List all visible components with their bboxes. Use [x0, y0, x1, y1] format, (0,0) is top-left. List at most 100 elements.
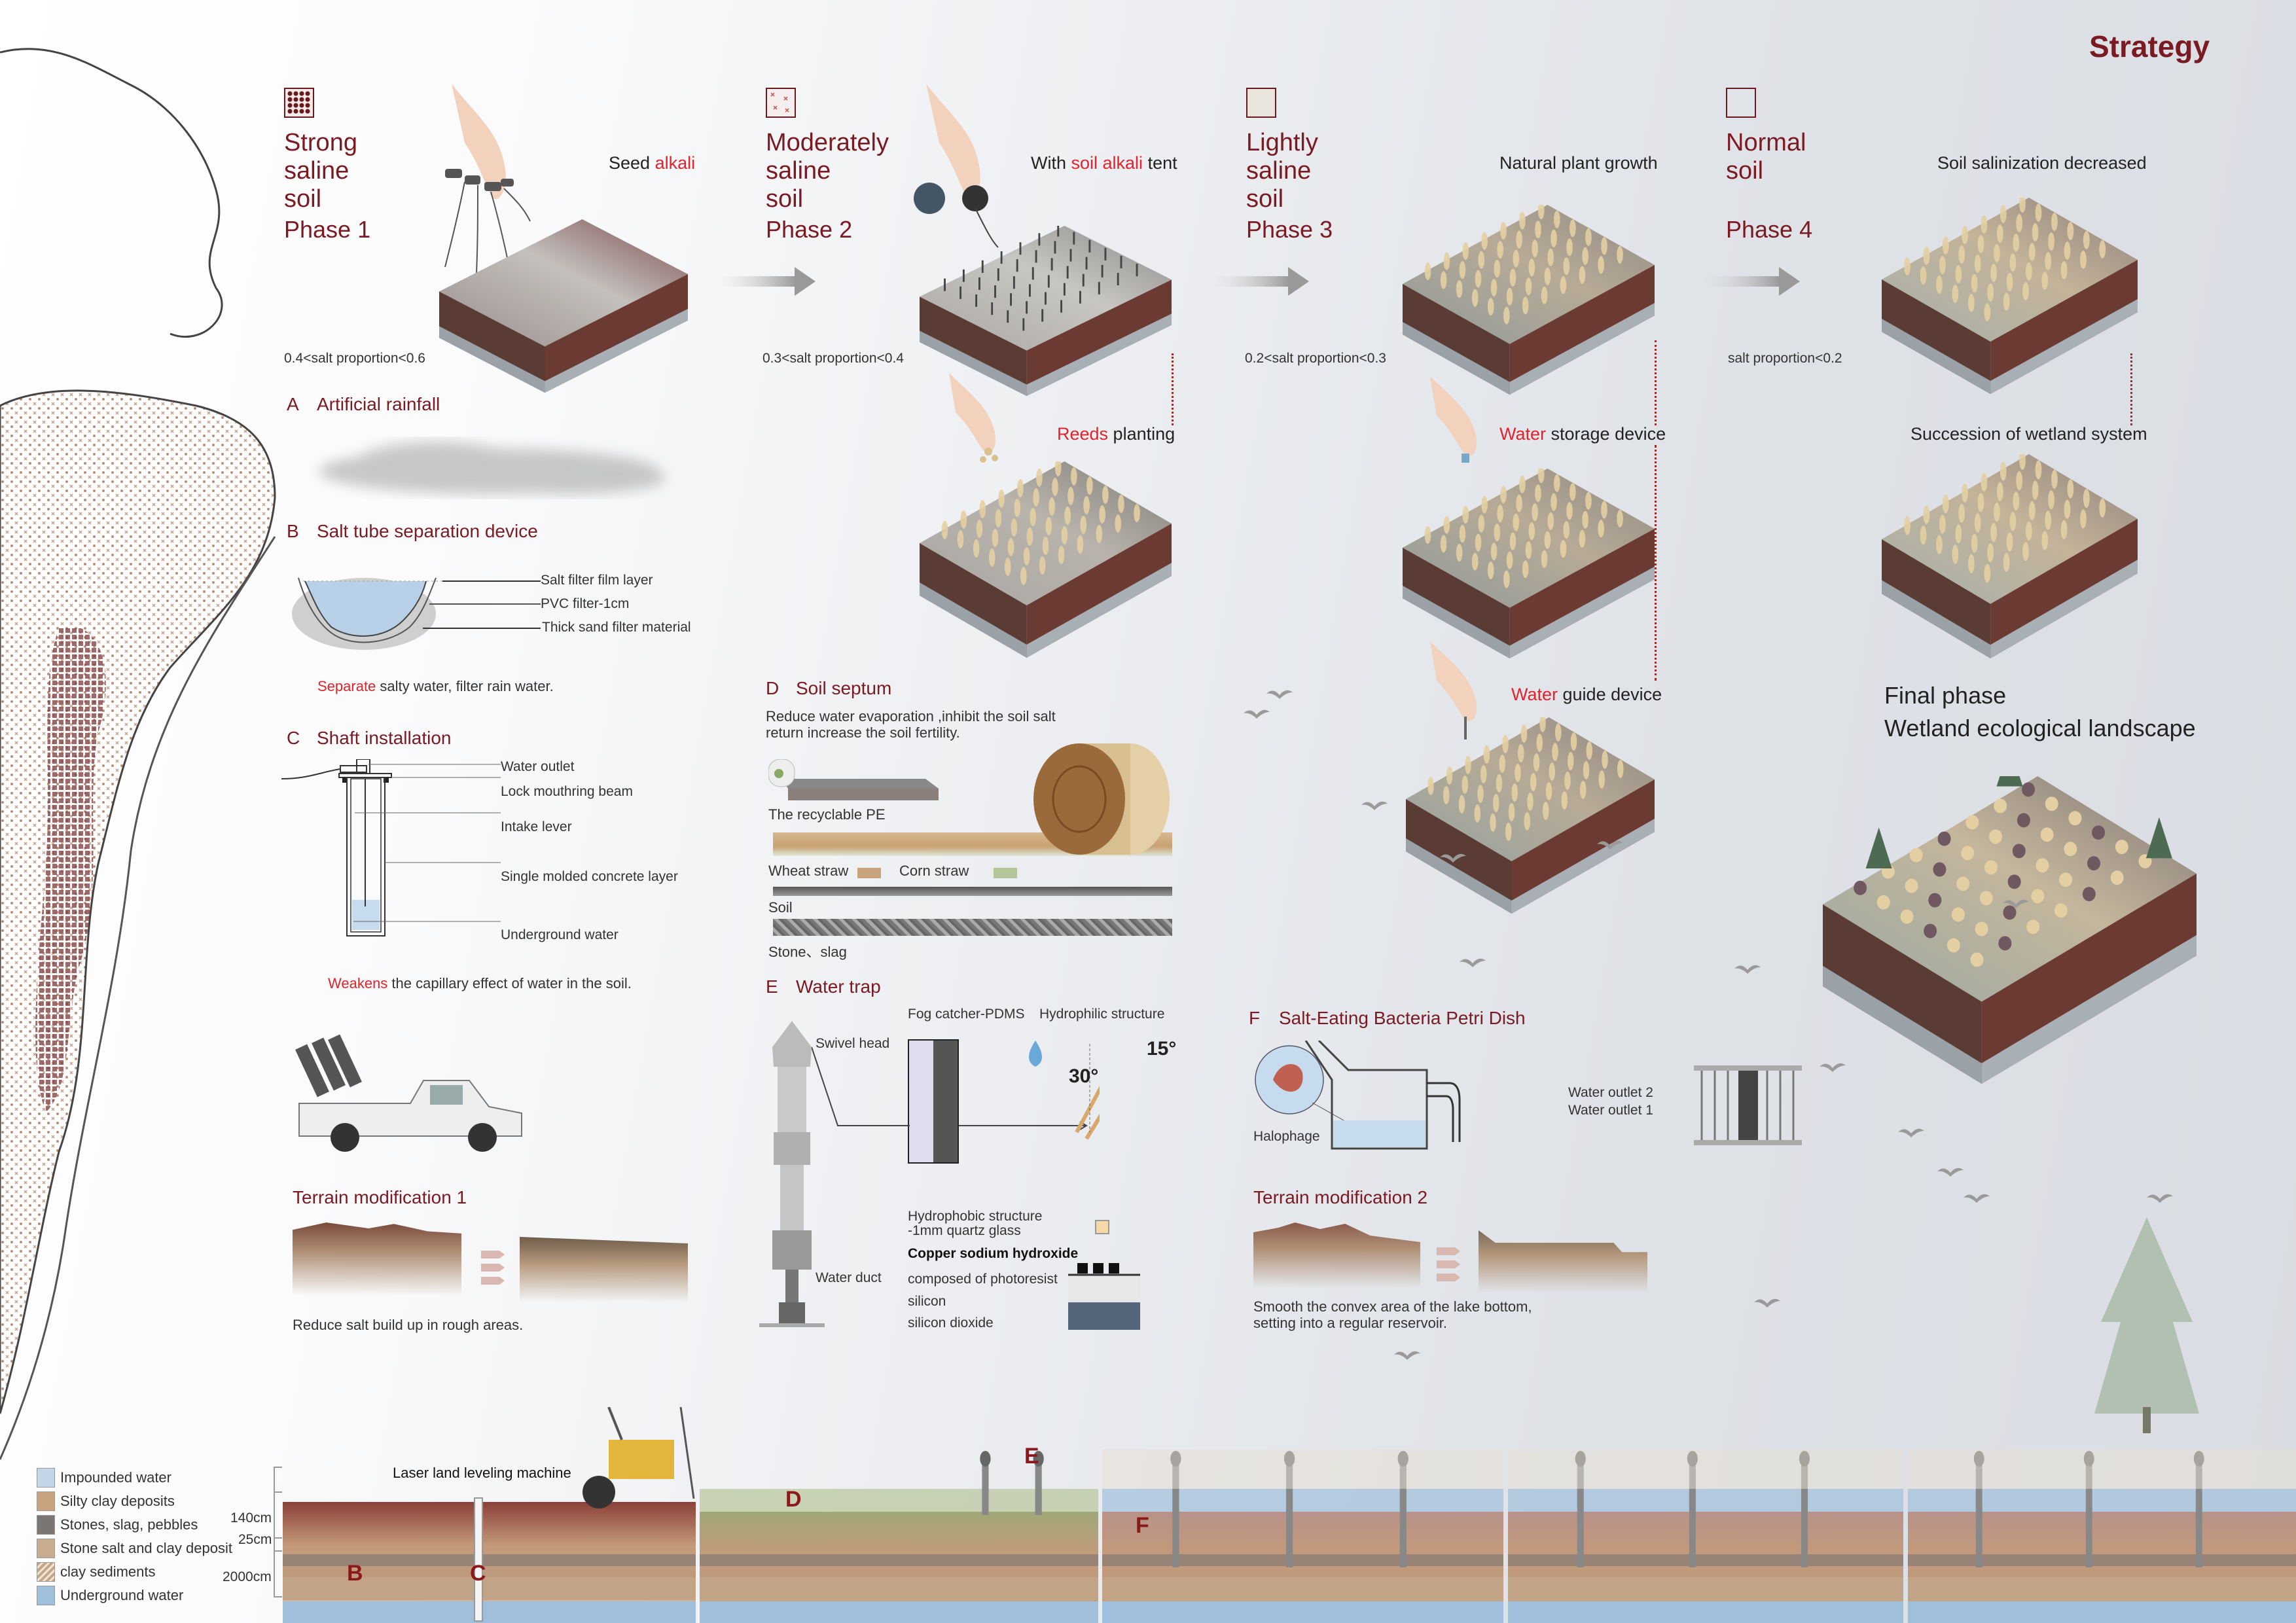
vegetation	[1989, 829, 2003, 844]
reed-plant	[1017, 479, 1024, 497]
reed-plant	[1545, 782, 1552, 800]
reed-plant	[1570, 483, 1576, 501]
soil-type-line: soil	[284, 185, 322, 213]
reed-plant	[1007, 538, 1014, 556]
reed-plant	[1942, 236, 1949, 255]
hydrophobic-label: Hydrophobic structure-1mm quartz glass	[908, 1209, 1042, 1238]
block-water-layer	[1509, 302, 1655, 395]
caption-highlight: soil alkali	[1071, 153, 1143, 173]
vegetation	[2036, 858, 2049, 873]
vegetation	[1876, 895, 1890, 910]
reed-plant	[1049, 497, 1055, 516]
reed-plant	[992, 529, 999, 547]
reed-plant	[1475, 533, 1482, 552]
reed-plant	[1996, 224, 2003, 243]
soil-type-line: saline	[284, 157, 350, 185]
normal-soil-swatch-icon	[1726, 88, 1756, 118]
soil-section-illustration	[700, 1451, 1098, 1623]
reed-plant	[1471, 552, 1479, 571]
tree-icon	[2145, 817, 2172, 859]
reed-plant	[1500, 222, 1507, 240]
block-top-surface	[1882, 198, 2138, 342]
reed-plant	[1134, 504, 1140, 522]
description-line: return increase the soil fertility.	[766, 724, 960, 741]
quartz-glass-swatch	[1095, 1220, 1109, 1234]
reed-plant	[1580, 781, 1587, 799]
caption-text: tent	[1143, 153, 1177, 173]
reed-plant	[1042, 537, 1049, 555]
layer-stack-diagram	[1068, 1263, 1140, 1330]
hydrophilic-label: Hydrophilic structure	[1039, 1007, 1165, 1022]
reed-plant	[1554, 210, 1560, 228]
block-right-side	[1509, 528, 1655, 658]
soil-label: Soil	[768, 899, 793, 916]
section-strip-phase2	[700, 1450, 1098, 1623]
reed-plant	[1967, 294, 1975, 312]
vegetation	[1970, 952, 1984, 967]
water-trap-tower	[1399, 1456, 1407, 1567]
water-trap-tower	[2085, 1456, 2092, 1567]
reed-plant	[1939, 514, 1946, 534]
reed-field	[1908, 1450, 2296, 1489]
reed-plant	[1996, 482, 2003, 501]
reed-plant	[1061, 526, 1068, 544]
reed-plant	[1981, 215, 1988, 234]
reed-plant	[1503, 306, 1510, 325]
reed-plant	[1474, 804, 1480, 823]
reed-plant	[1566, 238, 1573, 257]
reed-plant	[995, 509, 1002, 527]
soil-block-water-guide	[1406, 714, 1655, 914]
soil-block-illustration	[920, 224, 1172, 396]
reed-plant	[1503, 570, 1510, 588]
phase2-caption: With soil alkali tent	[1031, 153, 1177, 173]
reed-plant	[1004, 558, 1011, 576]
reed-plant	[1481, 495, 1488, 514]
map-coast-line	[0, 48, 223, 338]
water-trap-tower	[1172, 1456, 1179, 1567]
reed-plant	[1586, 741, 1592, 760]
legend: Impounded water Silty clay deposits Ston…	[37, 1466, 232, 1607]
reed-plant	[1923, 505, 1930, 525]
map-outline-river	[0, 536, 276, 1460]
reed-plant	[1952, 285, 1959, 303]
reed-plant	[2060, 261, 2068, 279]
reed-plant	[1424, 526, 1431, 544]
reed-plant	[1039, 556, 1046, 575]
reed-plant	[2048, 490, 2054, 510]
sand-filter-label: Thick sand filter material	[542, 620, 691, 635]
soil-block-illustration	[1823, 745, 2197, 1084]
reed-plant	[1494, 524, 1501, 542]
reed-plant	[1440, 271, 1447, 289]
phase3-label: Phase 3	[1246, 216, 1333, 243]
reed-plant	[1456, 280, 1463, 298]
reed-plant	[1026, 527, 1033, 546]
reed-plant	[1585, 491, 1592, 510]
reed-plant	[1500, 486, 1507, 504]
block-left-side	[1823, 904, 1982, 1084]
block-top-surface	[1882, 454, 2138, 604]
light-saline-swatch-icon	[1246, 88, 1276, 118]
reed-plant	[957, 530, 964, 548]
marker-b: B	[347, 1561, 363, 1586]
reed-plant	[1502, 735, 1509, 753]
reed-plant	[1102, 486, 1109, 504]
legend-swatch	[37, 1539, 55, 1558]
block-water-layer	[920, 582, 1027, 658]
section-letter: E	[766, 976, 778, 997]
reed-plant	[1579, 266, 1586, 284]
block-water-layer	[1882, 319, 1991, 394]
legend-swatch	[37, 1468, 55, 1488]
soil-block-phase3	[1403, 202, 1655, 395]
reed-plant	[2060, 520, 2068, 539]
hand-water-storage-icon	[1430, 376, 1477, 463]
arrow-right-icon	[1211, 267, 1309, 296]
map-salt-zone	[35, 626, 106, 1113]
reed-plant	[1518, 744, 1524, 762]
reed-plant	[1601, 237, 1607, 255]
reed-plant	[2099, 498, 2106, 518]
reed-plant	[1547, 512, 1554, 530]
reed-plant	[1955, 524, 1962, 544]
legend-swatch	[37, 1491, 55, 1511]
reed-plant	[2045, 510, 2052, 530]
